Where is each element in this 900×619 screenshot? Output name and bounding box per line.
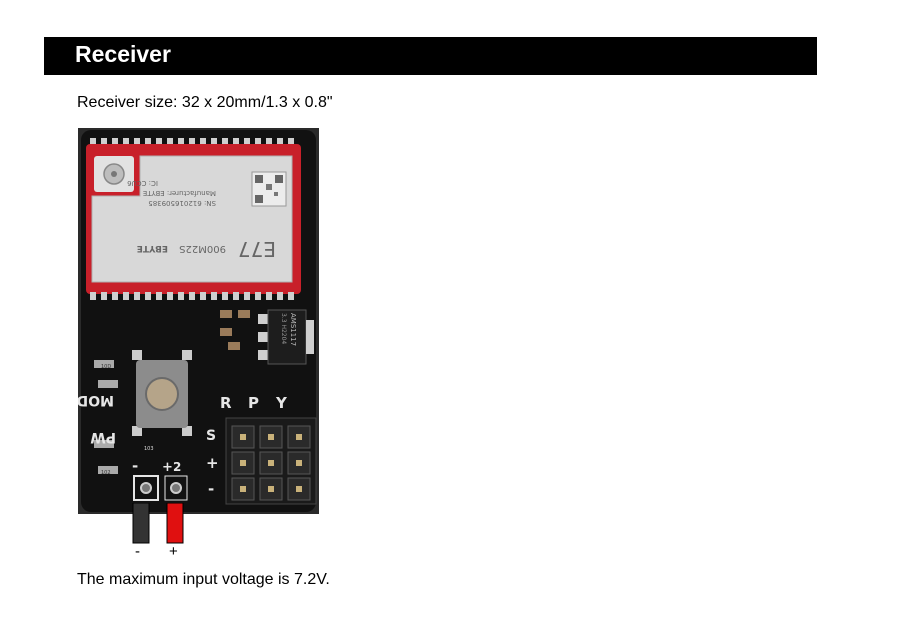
module-ic-text: IC: CCU6 xyxy=(127,179,158,187)
bind-button xyxy=(132,350,192,436)
power-pad-minus-label: - xyxy=(132,457,138,475)
pin-r-label: R xyxy=(220,394,232,412)
wire-black xyxy=(132,503,150,544)
row-s-label: S xyxy=(206,428,216,444)
wire-minus-label: - xyxy=(135,543,140,560)
module-markings: SN: 612016509385 Manufacturer: EBYTE IC:… xyxy=(127,179,276,261)
module-sn-text: SN: 612016509385 xyxy=(148,199,216,207)
module-brand-text: EBYTE xyxy=(137,243,168,253)
section-header: Receiver xyxy=(44,37,817,75)
receiver-board-photo: SN: 612016509385 Manufacturer: EBYTE IC:… xyxy=(78,128,319,514)
smd-components xyxy=(94,310,250,474)
top-pads xyxy=(90,138,294,146)
resistor-label-1: 10D xyxy=(101,364,111,370)
power-pad-minus xyxy=(133,475,159,501)
wire-red xyxy=(166,503,184,544)
regulator-sub-label: 3.3 H2204 xyxy=(280,313,287,344)
resistor-label-3: 103 xyxy=(144,446,154,452)
section-title: Receiver xyxy=(75,41,171,67)
power-pad-number: 2 xyxy=(173,460,181,474)
resistor-label-2: 102 xyxy=(101,470,111,476)
servo-pin-header xyxy=(225,417,317,505)
receiver-size-text: Receiver size: 32 x 20mm/1.3 x 0.8" xyxy=(77,94,333,111)
pw-silkscreen: PW xyxy=(90,429,116,445)
module-model-text: E77 xyxy=(238,237,276,261)
voltage-regulator: AMS1117 3.3 H2204 xyxy=(258,309,314,365)
power-pad-plus-label: + xyxy=(162,460,173,475)
power-pad-plus xyxy=(164,475,188,501)
module-manufacturer-text: Manufacturer: EBYTE xyxy=(143,189,216,197)
module-sub-text: 900M22S xyxy=(179,243,226,254)
row-minus-label: - xyxy=(208,480,214,498)
pin-p-label: P xyxy=(248,394,259,412)
pin-y-label: Y xyxy=(275,394,288,412)
mod-silkscreen: MOD xyxy=(78,392,114,408)
module-bottom-pads xyxy=(90,292,294,300)
max-voltage-text: The maximum input voltage is 7.2V. xyxy=(77,571,330,588)
wire-plus-label: + xyxy=(169,543,178,560)
row-plus-label: + xyxy=(206,454,219,472)
antenna-connector-pin xyxy=(111,171,117,177)
regulator-label: AMS1117 xyxy=(289,313,297,346)
shield-can xyxy=(91,155,293,283)
power-wires xyxy=(132,503,184,544)
